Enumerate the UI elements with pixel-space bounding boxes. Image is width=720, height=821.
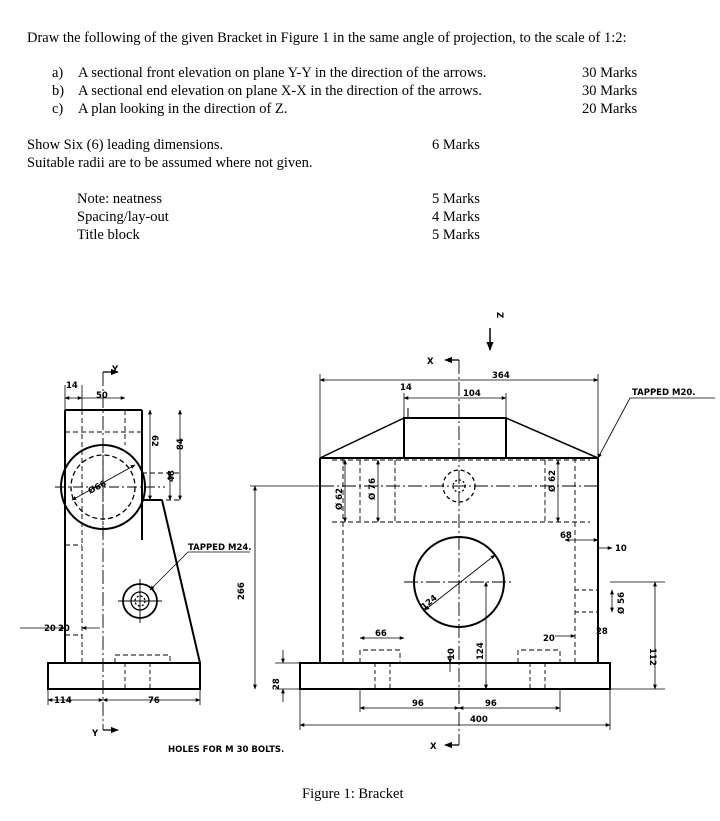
dim-left-66: Ø66 <box>86 478 108 497</box>
dim-right-400: 400 <box>470 715 488 725</box>
note-spacing: Spacing/lay-out <box>77 209 169 225</box>
label-y-top: Y <box>111 365 119 375</box>
dim-right-364: 364 <box>492 371 510 381</box>
task-b-text: A sectional end elevation on plane X-X i… <box>78 83 482 99</box>
dim-right-124: 124 <box>420 593 440 612</box>
end-view <box>20 368 250 734</box>
dim-left-76: 76 <box>148 696 160 706</box>
dim-left-20b: 20 <box>58 624 70 634</box>
label-x-top: X <box>427 357 434 367</box>
task-c-label: c) <box>52 101 64 117</box>
note-spacing-marks: 4 Marks <box>432 209 480 225</box>
front-view <box>250 328 715 749</box>
task-a-text: A sectional front elevation on plane Y-Y… <box>78 65 487 81</box>
dim-left-84: 84 <box>176 438 186 450</box>
dim-right-68: 68 <box>560 531 572 541</box>
task-a-marks: 30 Marks <box>582 65 638 81</box>
dimensions-line1: Show Six (6) leading dimensions. <box>27 137 224 153</box>
dim-right-20: 20 <box>543 634 555 644</box>
dim-left-20a: 20 <box>44 624 56 634</box>
dim-right-62r: Ø 62 <box>547 470 558 492</box>
task-b-label: b) <box>52 83 65 99</box>
label-x-bottom: X <box>430 742 437 752</box>
dim-right-96b: 96 <box>485 699 497 709</box>
dim-right-124b: 124 <box>476 642 486 660</box>
note-title-block: Title block <box>77 227 140 243</box>
dim-left-48: 48 <box>167 470 177 482</box>
dim-left-28: 28 <box>272 678 282 690</box>
dim-left-114: 114 <box>54 696 72 706</box>
annotation-tapped-m20: TAPPED M20. <box>632 388 696 398</box>
dim-left-50: 50 <box>96 391 108 401</box>
dimensions-marks: 6 Marks <box>432 137 480 153</box>
label-z: Z <box>494 312 504 318</box>
dim-right-14: 14 <box>400 383 412 393</box>
dim-right-10b: 10 <box>447 648 457 660</box>
annotation-holes: HOLES FOR M 30 BOLTS. <box>168 745 284 755</box>
dim-right-104: 104 <box>463 389 481 399</box>
task-c-marks: 20 Marks <box>582 101 638 117</box>
note-title-block-marks: 5 Marks <box>432 227 480 243</box>
task-a-label: a) <box>52 65 64 81</box>
dim-left-266: 266 <box>237 582 247 600</box>
note-neatness: Note: neatness <box>77 191 162 207</box>
dim-right-56: Ø 56 <box>616 592 627 614</box>
dim-left-14: 14 <box>66 381 78 391</box>
annotation-tapped-m24: TAPPED M24. <box>188 543 252 553</box>
dim-right-96a: 96 <box>412 699 424 709</box>
task-c-text: A plan looking in the direction of Z. <box>78 101 288 117</box>
dim-right-10: 10 <box>615 544 627 554</box>
instruction: Draw the following of the given Bracket … <box>27 30 627 46</box>
dim-right-76: Ø 76 <box>367 478 378 500</box>
label-y-bottom: Y <box>91 729 99 739</box>
dim-right-28: 28 <box>596 627 608 637</box>
task-b-marks: 30 Marks <box>582 83 638 99</box>
figure-caption: Figure 1: Bracket <box>302 786 403 802</box>
note-neatness-marks: 5 Marks <box>432 191 480 207</box>
dim-right-62: Ø 62 <box>334 488 345 510</box>
dim-right-112: 112 <box>647 648 657 666</box>
dim-right-66: 66 <box>375 629 387 639</box>
dim-left-62: 62 <box>149 435 159 447</box>
dimensions-line2: Suitable radii are to be assumed where n… <box>27 155 313 171</box>
